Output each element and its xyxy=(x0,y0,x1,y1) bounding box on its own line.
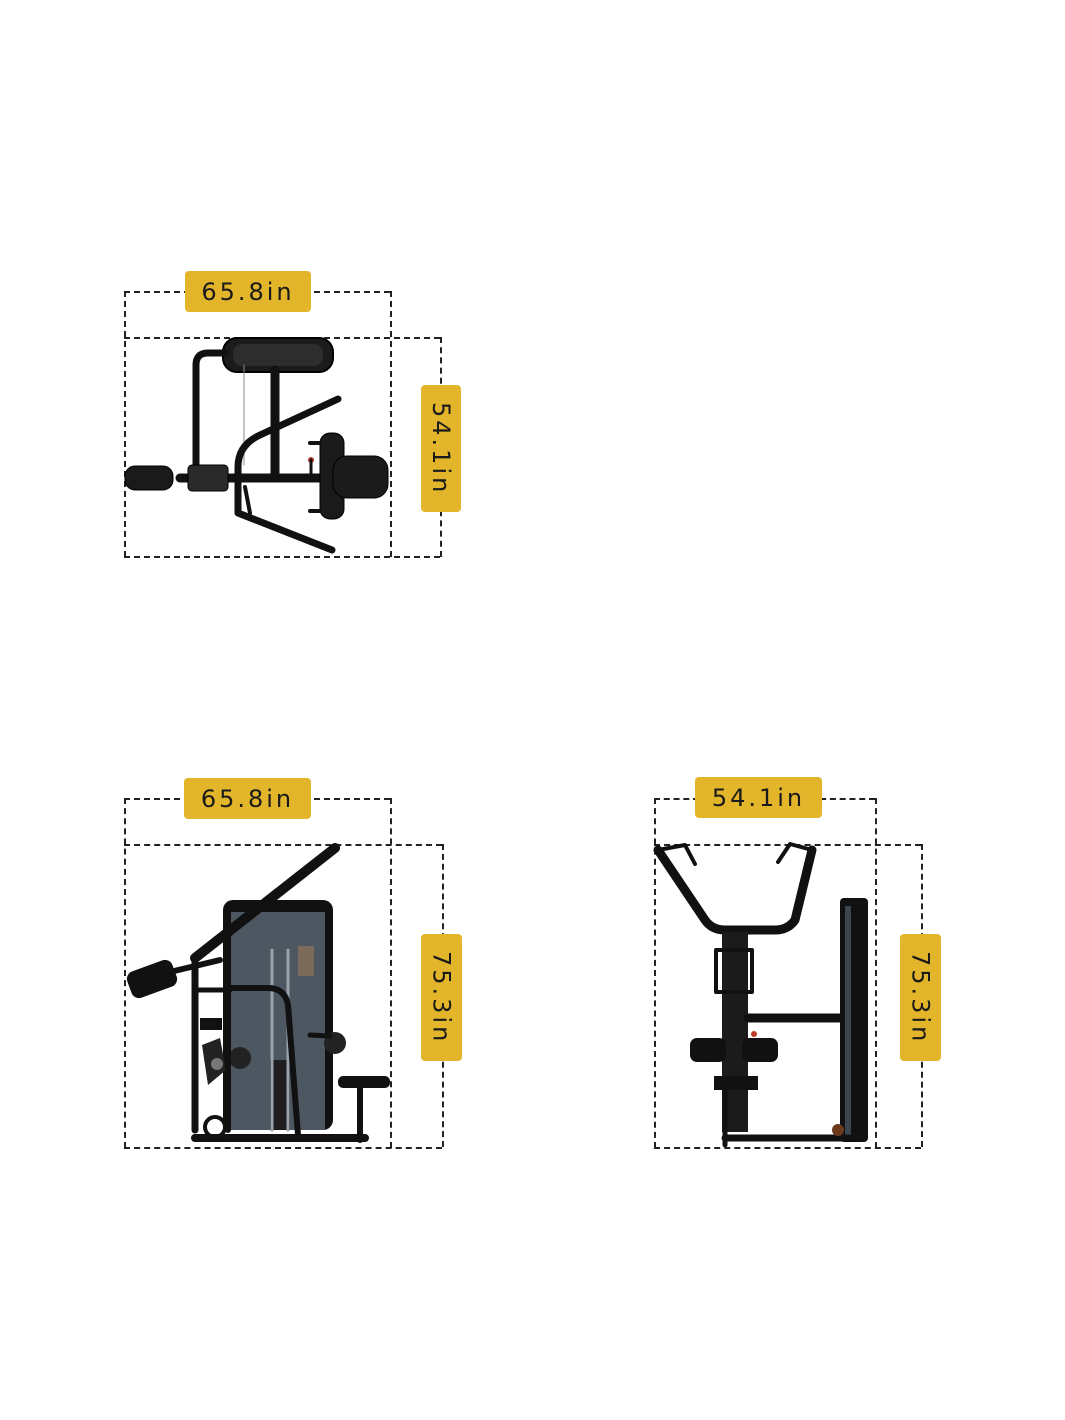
front-height-label: 75.3in xyxy=(900,934,941,1061)
top-width-right-extension xyxy=(390,291,392,557)
side-view-machine-illustration xyxy=(126,843,390,1143)
top-width-label: 65.8in xyxy=(185,271,311,312)
top-view-machine-illustration xyxy=(124,337,389,554)
side-width-left-extension xyxy=(124,798,126,1148)
top-width-left-extension xyxy=(124,291,126,557)
front-width-label: 54.1in xyxy=(695,777,822,818)
side-height-top-extension xyxy=(124,844,442,846)
front-height-bottom-extension xyxy=(654,1147,921,1149)
top-depth-label: 54.1in xyxy=(421,385,461,512)
side-width-right-extension xyxy=(390,798,392,1148)
front-width-right-extension xyxy=(875,798,877,1148)
side-height-label: 75.3in xyxy=(421,934,462,1061)
side-width-label: 65.8in xyxy=(184,778,311,819)
top-depth-bottom-extension xyxy=(124,556,440,558)
side-height-bottom-extension xyxy=(124,1147,442,1149)
front-view-machine-illustration xyxy=(653,842,868,1148)
front-width-left-extension xyxy=(654,798,656,1148)
